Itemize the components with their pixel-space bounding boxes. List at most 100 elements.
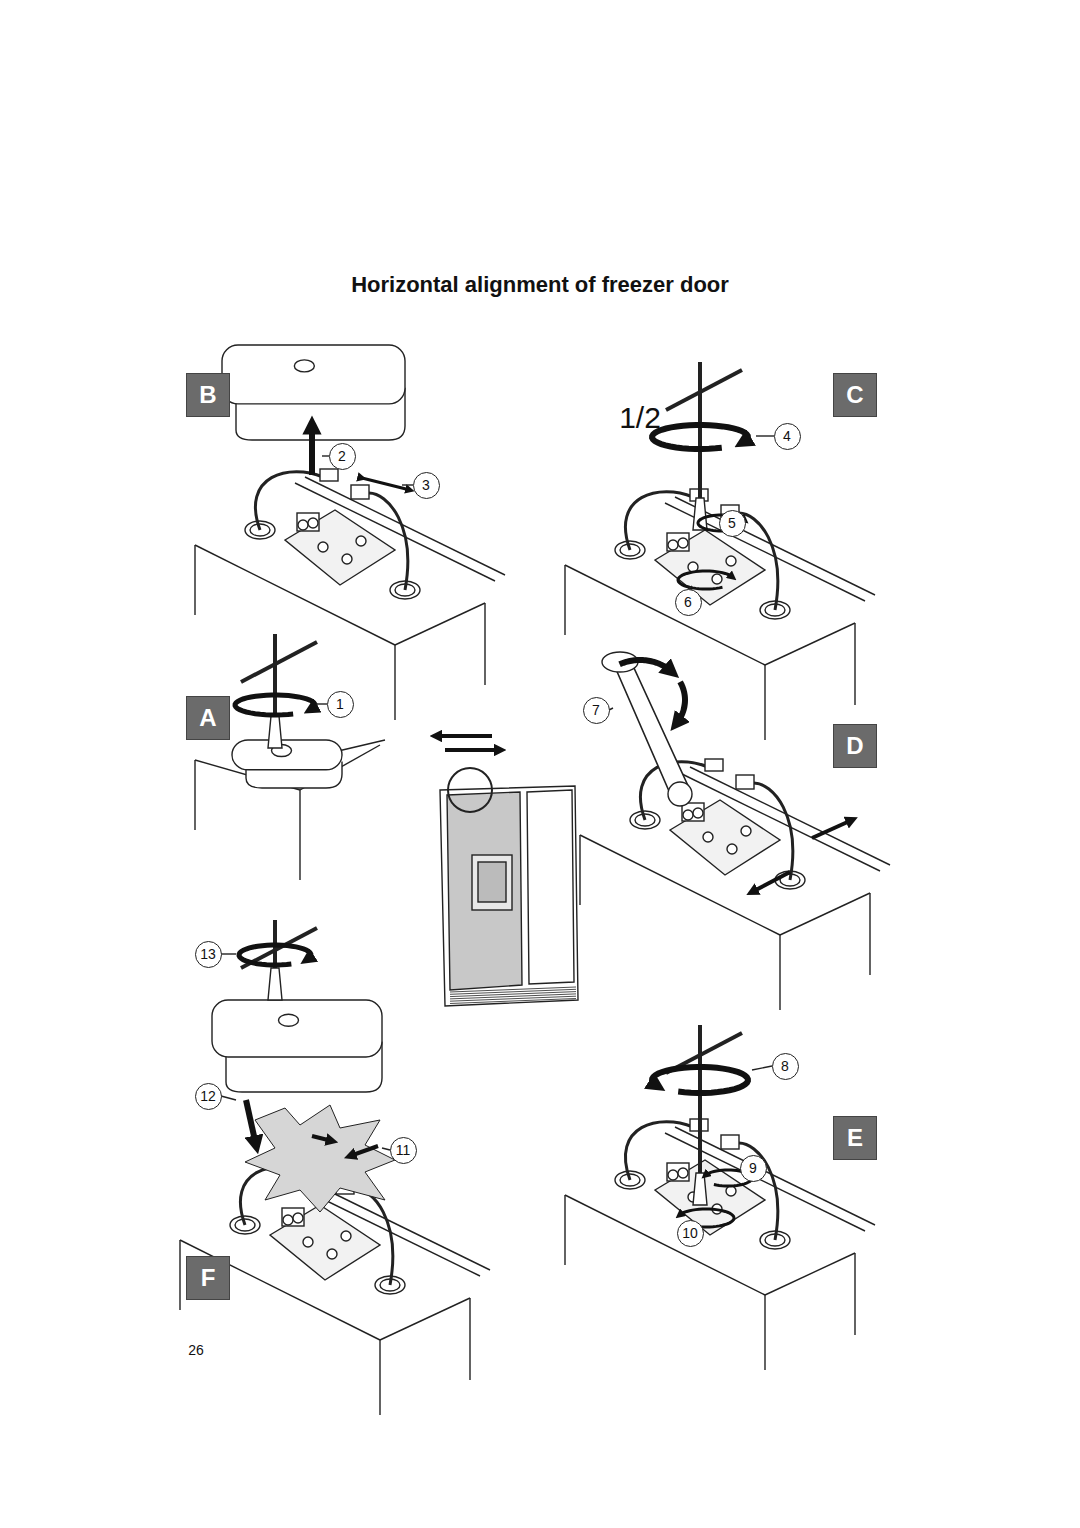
callout-number: 11 xyxy=(390,1137,417,1164)
callout-number-text: 3 xyxy=(422,478,430,492)
grille xyxy=(450,992,576,997)
motion-arrow xyxy=(350,1146,378,1156)
bolt xyxy=(683,810,693,820)
callout-number: 1 xyxy=(327,691,354,718)
callout-number: 2 xyxy=(329,443,356,470)
hinge-plate xyxy=(270,1205,380,1280)
callout-number: 10 xyxy=(677,1220,704,1247)
stroke xyxy=(564,1195,565,1265)
panel-letter-text: C xyxy=(846,383,863,407)
bolt xyxy=(327,1249,337,1259)
hinge-bracket xyxy=(682,803,704,821)
drawing xyxy=(180,345,890,1415)
bolt xyxy=(318,542,328,552)
hinge-bracket xyxy=(667,1163,689,1181)
callout-number-text: 11 xyxy=(396,1143,411,1157)
panel-letter: C xyxy=(833,373,877,417)
click-burst xyxy=(245,1105,395,1212)
hinge-cover xyxy=(222,345,405,404)
motion-arrow xyxy=(812,820,852,838)
callout-number-text: 5 xyxy=(728,516,736,530)
grille xyxy=(450,994,576,999)
rotation-arrow xyxy=(620,660,672,672)
callout-number-text: 4 xyxy=(783,429,791,443)
stroke xyxy=(609,708,613,710)
callout-number-text: 12 xyxy=(200,1089,216,1103)
bolt xyxy=(303,1237,313,1247)
panel-letter-text: B xyxy=(199,383,216,407)
bolt xyxy=(727,844,737,854)
wire xyxy=(625,492,693,550)
hinge-cover xyxy=(212,1000,382,1057)
panel-letter: A xyxy=(186,696,230,740)
bolt xyxy=(703,832,713,842)
connector xyxy=(320,469,338,481)
stroke xyxy=(402,484,413,485)
callout-number: 4 xyxy=(774,423,801,450)
spanner xyxy=(612,655,690,798)
panel-letter: F xyxy=(186,1256,230,1300)
callout-number-text: 13 xyxy=(200,947,216,961)
motion-arrow xyxy=(246,1100,256,1145)
stroke xyxy=(194,545,195,615)
callout-number: 3 xyxy=(413,472,440,499)
stroke xyxy=(394,645,395,720)
bolt xyxy=(678,1168,688,1178)
cover-hole xyxy=(294,360,314,372)
connector xyxy=(351,485,369,499)
stroke xyxy=(764,665,765,740)
callout-number-text: 1 xyxy=(336,697,344,711)
t-wrench-tip xyxy=(268,716,282,748)
motion-arrow xyxy=(445,748,500,752)
stroke xyxy=(221,953,236,954)
wire xyxy=(354,1188,393,1285)
stroke xyxy=(765,623,855,665)
panel-letter-text: A xyxy=(199,706,216,730)
wire xyxy=(369,493,408,590)
panel-letter: E xyxy=(833,1116,877,1160)
callout-number-text: 2 xyxy=(338,449,346,463)
connector xyxy=(705,759,723,771)
t-wrench xyxy=(698,1025,702,1175)
wire xyxy=(739,1143,778,1240)
bolt xyxy=(342,554,352,564)
t-wrench xyxy=(241,642,317,682)
bolt xyxy=(298,520,308,530)
bolt xyxy=(293,1213,303,1223)
bolt xyxy=(283,1215,293,1225)
stroke xyxy=(764,1295,765,1370)
grille xyxy=(450,999,576,1004)
motion-arrow xyxy=(436,734,492,738)
detail-circle xyxy=(448,768,492,812)
grille xyxy=(450,989,576,994)
callout-number: 5 xyxy=(719,510,746,537)
panel-letter-text: D xyxy=(846,734,863,758)
rotation-arrow xyxy=(652,1067,748,1093)
stroke xyxy=(484,603,485,685)
hinge-bracket xyxy=(282,1208,304,1226)
motion-arrow xyxy=(309,425,315,475)
callout-number: 12 xyxy=(195,1083,222,1110)
cover-hole xyxy=(279,1014,299,1026)
callout-number: 8 xyxy=(772,1053,799,1080)
stroke xyxy=(382,1148,390,1150)
bolt xyxy=(356,536,366,546)
rotation-arrow xyxy=(235,695,315,715)
callout-number: 13 xyxy=(195,941,222,968)
bolt xyxy=(693,808,703,818)
callout-number: 6 xyxy=(675,589,702,616)
rotation-arrow xyxy=(676,682,685,724)
wire xyxy=(754,783,793,880)
stroke xyxy=(221,1096,236,1100)
fridge-door xyxy=(527,790,574,984)
page-number: 26 xyxy=(188,1343,204,1357)
stroke xyxy=(469,1298,470,1380)
fridge xyxy=(440,786,578,1006)
stroke xyxy=(780,893,870,935)
stroke xyxy=(322,455,329,456)
bolt xyxy=(712,574,722,584)
bolt xyxy=(308,518,318,528)
callout-number-text: 8 xyxy=(781,1059,789,1073)
